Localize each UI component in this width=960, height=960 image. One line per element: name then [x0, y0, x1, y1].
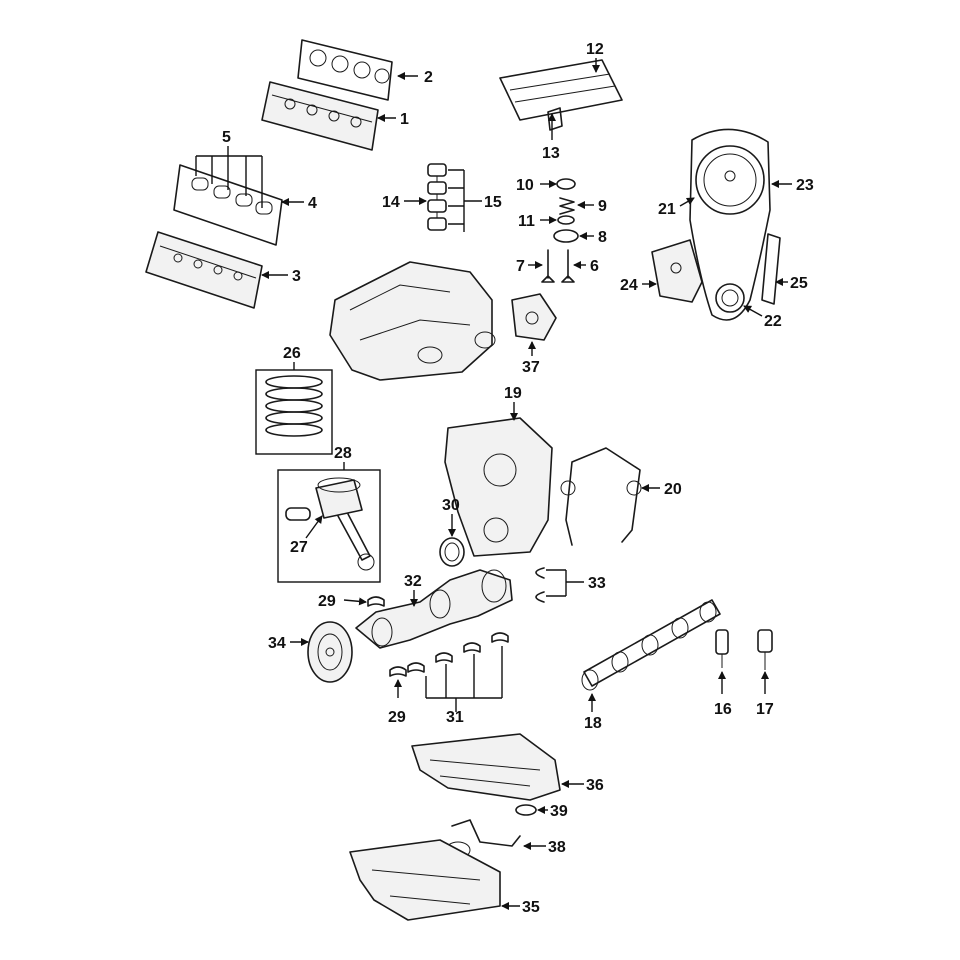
part-oil-control-valve[interactable]: [757, 629, 773, 670]
callout-27: 27: [290, 539, 308, 556]
callout-22: 22: [764, 313, 782, 330]
part-pickup-gasket[interactable]: [515, 804, 537, 816]
callout-24: 24: [620, 277, 638, 294]
callout-32: 32: [404, 573, 422, 590]
callout-labels: 2 1 5 4 3 12 13 14 15 10 9 11 8 7 6 37 2…: [222, 41, 814, 916]
callout-15: 15: [484, 194, 502, 211]
callout-18: 18: [584, 715, 602, 732]
callout-9: 9: [598, 198, 607, 215]
part-exhaust-valve[interactable]: [561, 249, 575, 283]
callout-5: 5: [222, 129, 231, 146]
part-crank-sprocket[interactable]: [715, 283, 745, 313]
part-cylinder-head[interactable]: [261, 81, 379, 151]
part-camshaft[interactable]: [581, 599, 721, 691]
part-main-bearings[interactable]: [407, 632, 509, 673]
part-piston-and-rod[interactable]: [315, 477, 375, 571]
part-piston-box: [277, 469, 381, 583]
part-rod-bearing-top[interactable]: [367, 596, 385, 607]
callout-26: 26: [283, 345, 301, 362]
part-timing-chain[interactable]: [689, 128, 771, 321]
part-timing-cover-gasket[interactable]: [560, 447, 642, 546]
callout-7: 7: [516, 258, 525, 275]
part-cam-sprocket[interactable]: [695, 145, 765, 215]
part-valve-seal[interactable]: [557, 215, 575, 225]
part-piston-rings[interactable]: [265, 375, 323, 437]
part-oil-pump[interactable]: [511, 293, 557, 341]
callout-3: 3: [292, 268, 301, 285]
part-valve-spring[interactable]: [559, 197, 575, 215]
callout-38: 38: [548, 839, 566, 856]
callout-29-bottom: 29: [388, 709, 406, 726]
part-lifter-set[interactable]: [427, 163, 447, 231]
part-valve-retainer[interactable]: [553, 229, 579, 243]
callout-30: 30: [442, 497, 460, 514]
callout-33: 33: [588, 575, 606, 592]
callout-25: 25: [790, 275, 808, 292]
part-chain-tensioner[interactable]: [651, 239, 703, 303]
leader-lines: [195, 58, 792, 910]
callout-20: 20: [664, 481, 682, 498]
callout-35: 35: [522, 899, 540, 916]
callout-17: 17: [756, 701, 774, 718]
callout-2: 2: [424, 69, 433, 86]
part-timing-cover[interactable]: [444, 417, 553, 557]
callout-21: 21: [658, 201, 676, 218]
part-head-gasket[interactable]: [297, 39, 393, 101]
callout-37: 37: [522, 359, 540, 376]
callout-36: 36: [586, 777, 604, 794]
part-valve-keeper[interactable]: [556, 178, 576, 190]
part-chain-guide[interactable]: [761, 233, 781, 305]
callout-10: 10: [516, 177, 534, 194]
part-rocker-assembly[interactable]: [499, 59, 623, 121]
part-valve-cover-gasket[interactable]: [173, 164, 283, 246]
callout-13: 13: [542, 145, 560, 162]
part-engine-block[interactable]: [329, 261, 496, 381]
part-front-crank-seal[interactable]: [439, 537, 465, 567]
callout-31: 31: [446, 709, 464, 726]
callout-23: 23: [796, 177, 814, 194]
part-thrust-bearings[interactable]: [535, 567, 545, 603]
callout-16: 16: [714, 701, 732, 718]
callout-8: 8: [598, 229, 607, 246]
part-valve-cover[interactable]: [145, 231, 263, 309]
callout-19: 19: [504, 385, 522, 402]
part-oil-pan[interactable]: [349, 839, 501, 921]
callout-6: 6: [590, 258, 599, 275]
callout-1: 1: [400, 111, 409, 128]
callout-4: 4: [308, 195, 317, 212]
part-rod-bearing-bottom[interactable]: [389, 666, 407, 677]
part-crank-position-sensor[interactable]: [715, 629, 729, 668]
part-windage-tray[interactable]: [411, 733, 561, 801]
callout-28: 28: [334, 445, 352, 462]
callout-29-top: 29: [318, 593, 336, 610]
callout-14: 14: [382, 194, 400, 211]
part-piston-pin[interactable]: [285, 507, 311, 521]
callout-11: 11: [518, 213, 535, 230]
part-harmonic-damper[interactable]: [307, 621, 353, 683]
callout-39: 39: [550, 803, 568, 820]
callout-34: 34: [268, 635, 286, 652]
part-intake-valve[interactable]: [541, 249, 555, 283]
part-rocker-arm[interactable]: [547, 107, 563, 131]
callout-12: 12: [586, 41, 604, 58]
